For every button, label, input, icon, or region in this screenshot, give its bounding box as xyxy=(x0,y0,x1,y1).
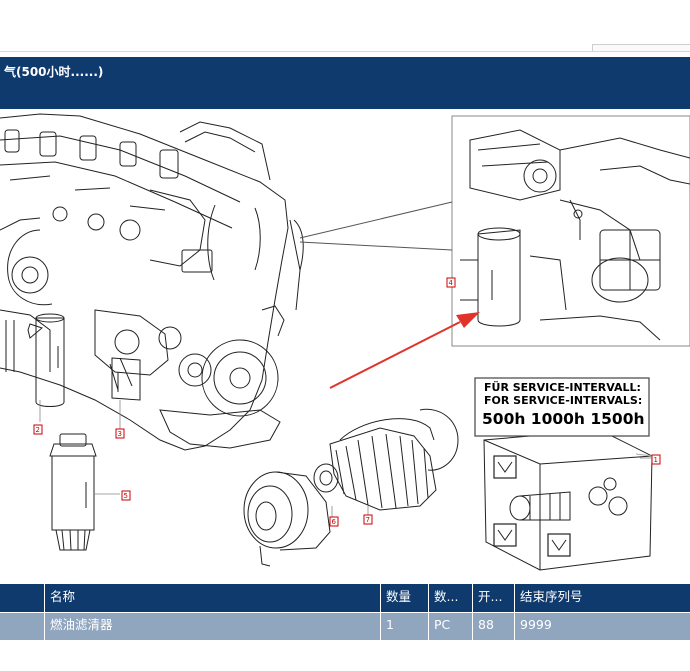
svg-text:3: 3 xyxy=(118,430,122,438)
fuel-filter-5 xyxy=(49,433,97,551)
table-header-row: 名称 数量 数... 开... 结束序列号 xyxy=(0,584,690,612)
filter-2 xyxy=(27,313,65,407)
filter-3 xyxy=(111,357,141,401)
cell-start: 88 xyxy=(472,612,514,640)
callout-markers: 2 3 5 4 6 7 1 xyxy=(33,277,661,527)
table-row-divider xyxy=(0,612,690,613)
parts-table: 名称 数量 数... 开... 结束序列号 燃油滤清器 1 PC 88 9999 xyxy=(0,584,690,640)
top-toolbar-strip xyxy=(0,0,690,52)
callout-1: 1 xyxy=(651,454,661,465)
svg-text:2: 2 xyxy=(36,426,40,434)
table-row[interactable]: 燃油滤清器 1 PC 88 9999 xyxy=(0,612,690,640)
callout-5: 5 xyxy=(121,490,131,501)
cell-index xyxy=(0,612,44,640)
svg-text:4: 4 xyxy=(449,279,454,287)
svg-text:5: 5 xyxy=(124,492,128,500)
callout-3: 3 xyxy=(115,428,125,439)
callout-7: 7 xyxy=(363,514,373,525)
cell-end-serial: 9999 xyxy=(514,612,690,640)
service-line-3: 500h 1000h 1500h xyxy=(482,410,645,428)
cell-name: 燃油滤清器 xyxy=(44,612,380,640)
service-interval-label: FÜR SERVICE-INTERVALL: FOR SERVICE-INTER… xyxy=(474,377,650,437)
section-header: 气(500小时......) xyxy=(0,57,690,109)
top-divider xyxy=(0,51,690,52)
top-tab-fragment[interactable] xyxy=(592,44,690,52)
cell-unit: PC xyxy=(428,612,472,640)
svg-text:7: 7 xyxy=(366,516,370,524)
air-filter-housing xyxy=(243,408,459,567)
service-kit-box xyxy=(483,429,653,571)
column-header-unit[interactable]: 数... xyxy=(428,584,472,612)
detail-inset xyxy=(299,115,690,347)
column-header-start[interactable]: 开... xyxy=(472,584,514,612)
service-line-2: FOR SERVICE-INTERVALS: xyxy=(484,394,642,407)
cell-quantity: 1 xyxy=(380,612,428,640)
service-line-1: FÜR SERVICE-INTERVALL: xyxy=(484,380,641,394)
svg-text:1: 1 xyxy=(654,456,658,464)
column-header-end-serial[interactable]: 结束序列号 xyxy=(514,584,690,612)
section-title: 气(500小时......) xyxy=(4,65,104,79)
callout-4: 4 xyxy=(446,277,456,288)
callout-6: 6 xyxy=(329,516,339,527)
engine-illustration xyxy=(0,113,304,451)
column-header-index[interactable] xyxy=(0,584,44,612)
column-header-name[interactable]: 名称 xyxy=(44,584,380,612)
callout-2: 2 xyxy=(33,424,43,435)
parts-diagram: FÜR SERVICE-INTERVALL: FOR SERVICE-INTER… xyxy=(0,113,690,571)
column-header-quantity[interactable]: 数量 xyxy=(380,584,428,612)
annotation-arrow xyxy=(329,312,480,389)
svg-text:6: 6 xyxy=(332,518,337,526)
